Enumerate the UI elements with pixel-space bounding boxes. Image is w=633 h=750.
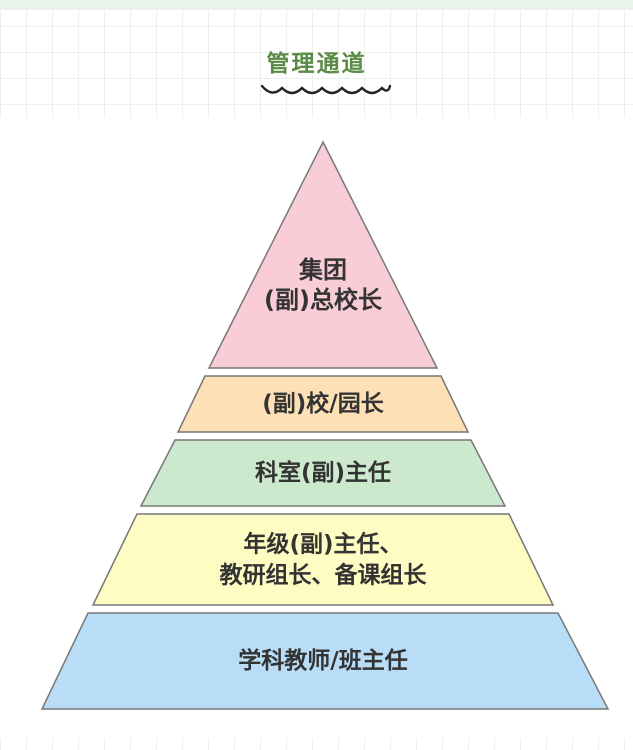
wave-underline-decoration	[260, 84, 392, 95]
pyramid-tier-label: 集团	[298, 256, 347, 284]
pyramid-tier-grade-head	[91, 513, 555, 606]
pyramid-diagram-area: 集团(副)总校长 (副)校/园长科室(副)主任年级(副)主任、教研组长、备课组长学…	[0, 118, 633, 738]
pyramid-tier-label: 科室(副)主任	[255, 459, 391, 486]
top-strip	[0, 0, 633, 10]
pyramid-tier-label: 教研组长、备课组长	[220, 562, 428, 589]
pyramid-tier-label: (副)校/园长	[262, 390, 384, 417]
pyramid-tier-principal	[176, 375, 470, 433]
page-title: 管理通道	[266, 51, 367, 77]
pyramid-tier-label: (副)总校长	[264, 286, 383, 314]
pyramid-tier-teacher	[40, 612, 610, 710]
pyramid-tier-group-president	[207, 140, 439, 369]
pyramid-tier-label: 学科教师/班主任	[238, 647, 407, 674]
pyramid-tier-department-head	[139, 439, 507, 507]
pyramid-tier-label: 年级(副)主任、	[243, 531, 402, 558]
pyramid-diagram: 集团(副)总校长 (副)校/园长科室(副)主任年级(副)主任、教研组长、备课组长学…	[40, 140, 610, 710]
